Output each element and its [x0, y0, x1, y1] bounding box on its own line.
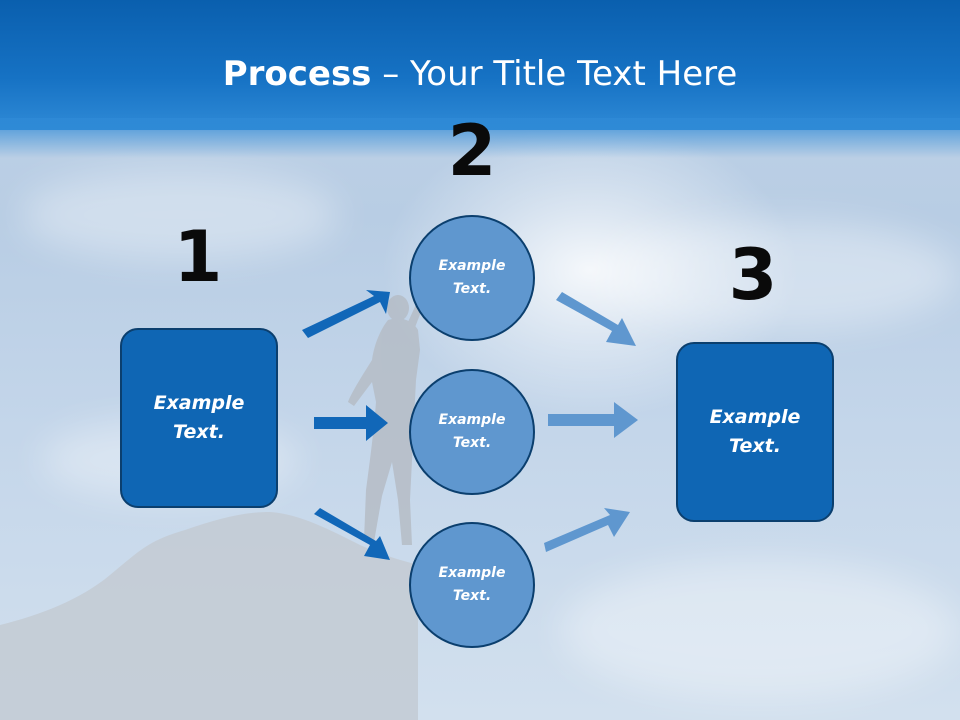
arrow-down-right-icon [314, 508, 390, 560]
step-2-circle-1-text: Example Text. [438, 258, 506, 297]
arrow-up-right-icon [544, 508, 630, 552]
slide-title: Process – Your Title Text Here [0, 52, 960, 96]
arrow-down-right-icon [556, 292, 636, 346]
arrows-into-step-3 [544, 292, 638, 552]
arrow-right-icon [314, 405, 388, 441]
step-2-circle-3-text: Example Text. [438, 565, 506, 604]
step-2-circle-2: Example Text. [409, 369, 535, 495]
title-rest: – Your Title Text Here [371, 54, 738, 94]
header-fade [0, 118, 960, 158]
arrow-right-icon [548, 402, 638, 438]
step-number-3: 3 [728, 234, 778, 316]
step-2-circle-1: Example Text. [409, 215, 535, 341]
step-1-text: Example Text. [153, 392, 245, 443]
arrow-up-right-icon [302, 290, 390, 338]
step-number-1: 1 [173, 216, 223, 298]
header-band [0, 0, 960, 130]
cloud [600, 220, 960, 330]
step-number-2: 2 [447, 110, 497, 192]
step-3-text: Example Text. [709, 406, 801, 457]
step-1-box: Example Text. [120, 328, 278, 508]
step-2-circle-3: Example Text. [409, 522, 535, 648]
step-3-box: Example Text. [676, 342, 834, 522]
title-strong: Process [222, 54, 372, 94]
arrows-into-step-2 [302, 290, 390, 560]
step-2-circle-2-text: Example Text. [438, 412, 506, 451]
cloud [20, 170, 340, 260]
cloud [560, 560, 960, 700]
